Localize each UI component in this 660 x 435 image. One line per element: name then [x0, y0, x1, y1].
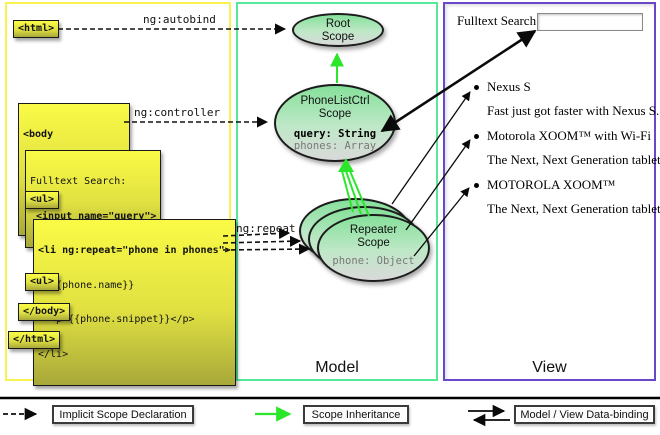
view-item-title: Nexus S — [487, 79, 531, 94]
html-close-tag-box: </html> — [8, 331, 61, 349]
legend-model-view-data-binding: Model / View Data-binding — [514, 405, 655, 424]
body-close-tag-box: </body> — [18, 303, 71, 321]
root-scope-name-2: Scope — [321, 31, 355, 43]
view-item-title: Motorola XOOM™ with Wi-Fi — [487, 128, 652, 143]
bullet-icon — [474, 85, 479, 90]
html-open-tag-box: <html> — [13, 20, 60, 38]
li-line-3: <p>{{phone.snippet}}</p> — [38, 314, 195, 325]
repeater-scope-name-1: Repeater — [349, 224, 398, 236]
ng-repeat-label: ng:repeat — [236, 222, 296, 235]
phonelistctrl-scope-name-2: Scope — [318, 108, 352, 120]
ul-close-tag-box: <ul> — [25, 273, 60, 291]
fulltext-search-input[interactable] — [537, 13, 643, 31]
li-line-4: </li> — [38, 348, 69, 360]
ng-controller-label: ng:controller — [134, 106, 221, 119]
phone-object-property: phone: Object — [332, 255, 415, 267]
model-column-panel — [236, 2, 438, 381]
view-item-desc: The Next, Next Generation tablet. — [487, 152, 660, 167]
repeater-scope-ellipse-front: Repeater Scope phone: Object — [317, 214, 430, 282]
fulltext-label-line: Fulltext Search: — [30, 176, 127, 187]
li-line-2: {{phone.name}} — [38, 279, 135, 291]
bullet-icon — [474, 183, 479, 188]
view-item-title: MOTOROLA XOOM™ — [487, 177, 616, 192]
phonelistctrl-scope-ellipse: PhoneListCtrl Scope query: String phones… — [274, 84, 396, 162]
li-line-1: <li ng:repeat="phone in phones"> — [38, 245, 231, 256]
bullet-icon — [474, 134, 479, 139]
view-column-title: View — [532, 359, 567, 376]
root-scope-ellipse: Root Scope — [292, 13, 384, 47]
model-column-title: Model — [315, 359, 359, 376]
phones-array-property: phones: Array — [293, 140, 377, 152]
legend-scope-inheritance: Scope Inheritance — [303, 405, 409, 424]
fulltext-search-label: Fulltext Search: — [457, 13, 540, 28]
view-item-desc: The Next, Next Generation tablet. — [487, 201, 660, 216]
ng-autobind-label: ng:autobind — [143, 13, 216, 26]
phonelistctrl-scope-name-1: PhoneListCtrl — [300, 95, 370, 107]
body-line-1: <body — [23, 129, 54, 140]
li-repeat-box: <li ng:repeat="phone in phones"> {{phone… — [33, 219, 236, 386]
input-tag-line: <input name="query"> — [30, 210, 157, 222]
root-scope-name-1: Root — [325, 18, 351, 30]
legend-implicit-scope-declaration: Implicit Scope Declaration — [52, 405, 194, 424]
query-string-property: query: String — [293, 128, 377, 140]
ul-open-tag-box: <ul> — [25, 191, 60, 209]
repeater-scope-name-2: Scope — [357, 237, 390, 249]
view-item-desc: Fast just got faster with Nexus S. — [487, 103, 660, 118]
